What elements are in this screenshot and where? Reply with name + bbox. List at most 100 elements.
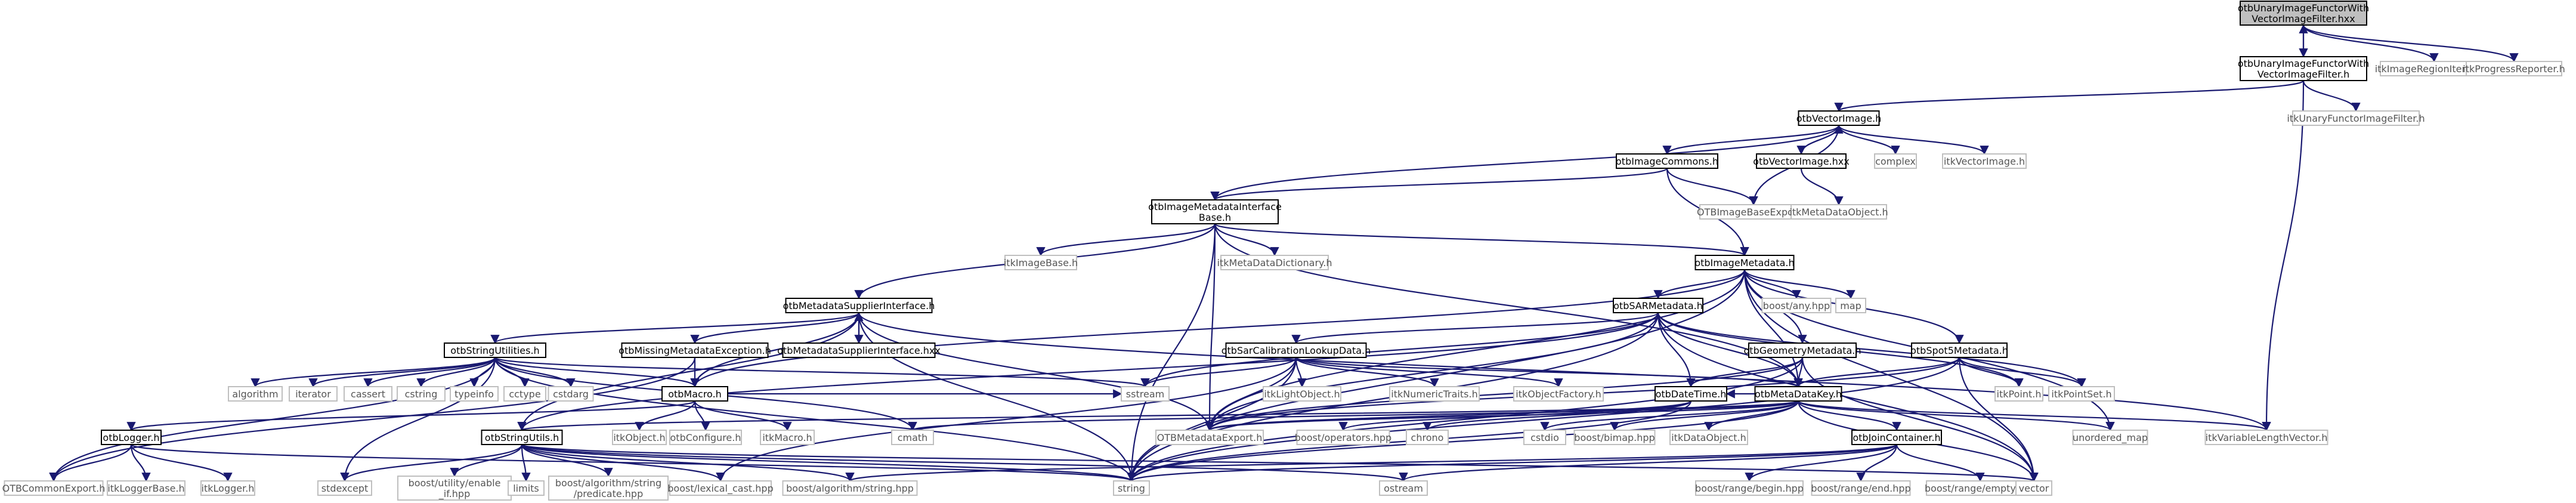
node-boostLexicalCast[interactable]: boost/lexical_cast.hpp xyxy=(667,480,774,496)
node-itkObject[interactable]: itkObject.h xyxy=(612,430,667,445)
node-ostream[interactable]: ostream xyxy=(1379,480,1428,496)
node-otbJoinContainer[interactable]: otbJoinContainer.h xyxy=(1851,430,1942,445)
edge-otbSARMetadata-to-otbSarCalibrationLookupData xyxy=(1291,311,1659,344)
node-cmath[interactable]: cmath xyxy=(891,430,934,445)
node-unorderedMap[interactable]: unordered_map xyxy=(2072,430,2148,445)
node-otbImageMetadata[interactable]: otbImageMetadata.h xyxy=(1694,255,1795,270)
node-OTBImageBaseExport[interactable]: OTBImageBaseExport.h xyxy=(1697,204,1810,220)
node-cstdarg[interactable]: cstdarg xyxy=(548,386,594,402)
node-boostRangeBegin[interactable]: boost/range/begin.hpp xyxy=(1695,480,1804,496)
node-itkVariableLengthVector[interactable]: itkVariableLengthVector.h xyxy=(2204,430,2328,445)
node-OTBCommonExport[interactable]: OTBCommonExport.h xyxy=(2,480,106,496)
node-complex[interactable]: complex xyxy=(1874,153,1917,169)
node-otbStringUtils[interactable]: otbStringUtils.h xyxy=(481,430,563,445)
node-box xyxy=(317,480,372,496)
node-limits[interactable]: limits xyxy=(508,480,545,496)
node-boostRangeEnd[interactable]: boost/range/end.hpp xyxy=(1811,480,1911,496)
node-box xyxy=(2240,1,2367,26)
node-boostUtilityEnableIf[interactable]: boost/utility/enable_if.hpp xyxy=(397,476,512,501)
node-box xyxy=(1296,430,1390,445)
node-otbConfigure[interactable]: otbConfigure.h xyxy=(669,430,742,445)
node-otbLogger[interactable]: otbLogger.h xyxy=(101,430,162,445)
node-otbSarCalibrationLookupData[interactable]: otbSarCalibrationLookupData.h xyxy=(1221,342,1371,358)
node-itkLogger[interactable]: itkLogger.h xyxy=(200,480,255,496)
node-cctype[interactable]: cctype xyxy=(503,386,546,402)
edge-otbMetadataSupplierInterface-to-otbMacro xyxy=(690,312,860,388)
edge-otbSpot5Metadata-to-string xyxy=(1127,357,1960,482)
node-itkLightObject[interactable]: itkLightObject.h xyxy=(1263,386,1341,402)
edge-otbMetaDataKey-to-boostBimap xyxy=(1610,400,1799,431)
node-otbMetadataSupplierInterfaceHxx[interactable]: otbMetadataSupplierInterface.hxx xyxy=(777,342,941,358)
node-box xyxy=(444,342,546,358)
node-boostAlgorithmStringPredicate[interactable]: boost/algorithm/string/predicate.hpp xyxy=(548,476,669,501)
node-box xyxy=(2466,61,2562,76)
edge-otbImageMetadata-to-vector xyxy=(1743,269,2039,482)
node-box xyxy=(1754,386,1842,402)
node-itkMetaDataObject[interactable]: itkMetaDataObject.h xyxy=(1789,204,1888,220)
node-cstdio[interactable]: cstdio xyxy=(1523,430,1566,445)
node-otbSARMetadata[interactable]: otbSARMetadata.h xyxy=(1613,298,1703,313)
node-itkMacro[interactable]: itkMacro.h xyxy=(760,430,815,445)
edge-otbSarCalibrationLookupData-to-sstream xyxy=(1140,357,1297,388)
node-boostBimap[interactable]: boost/bimap.hpp xyxy=(1573,430,1656,445)
node-string[interactable]: string xyxy=(1113,480,1150,496)
node-otbMetaDataKey[interactable]: otbMetaDataKey.h xyxy=(1754,386,1842,402)
node-label: itkLightObject.h xyxy=(1264,388,1340,400)
node-box xyxy=(548,476,669,501)
node-itkPoint[interactable]: itkPoint.h xyxy=(1994,386,2043,402)
node-label: boost/range/empty.hpp xyxy=(1925,483,2036,494)
node-label: itkMetaDataObject.h xyxy=(1789,206,1888,218)
node-otbStringUtilities[interactable]: otbStringUtilities.h xyxy=(444,342,546,358)
node-label: boost/lexical_cast.hpp xyxy=(667,483,773,495)
edge-otbMetaDataKey-to-otbJoinContainer xyxy=(1797,400,1901,431)
node-stdexcept[interactable]: stdexcept xyxy=(317,480,372,496)
node-otbSpot5Metadata[interactable]: otbSpot5Metadata.h xyxy=(1910,342,2008,358)
node-itkMetaDataDictionary[interactable]: itkMetaDataDictionary.h xyxy=(1217,255,1332,270)
node-itkImageBase[interactable]: itkImageBase.h xyxy=(1004,255,1078,270)
node-typeinfo[interactable]: typeinfo xyxy=(450,386,499,402)
node-boostAny[interactable]: boost/any.hpp xyxy=(1761,298,1832,313)
edge-otbStringUtilities-to-otbMacro xyxy=(494,357,700,388)
node-root[interactable]: otbUnaryImageFunctorWithVectorImageFilte… xyxy=(2238,1,2369,26)
node-cstring[interactable]: cstring xyxy=(397,386,446,402)
node-itkProgressReporter[interactable]: itkProgressReporter.h xyxy=(2463,61,2565,76)
node-map[interactable]: map xyxy=(1835,298,1866,313)
node-OTBMetadataExport[interactable]: OTBMetadataExport.h xyxy=(1155,430,1264,445)
node-box xyxy=(782,342,936,358)
node-itkVectorImage[interactable]: itkVectorImage.h xyxy=(1942,153,2027,169)
node-label: otbLogger.h xyxy=(103,432,159,443)
node-algorithm[interactable]: algorithm xyxy=(228,386,283,402)
node-cassert[interactable]: cassert xyxy=(344,386,392,402)
node-itkNumericTraits[interactable]: itkNumericTraits.h xyxy=(1389,386,1480,402)
node-label: itkProgressReporter.h xyxy=(2463,63,2565,75)
node-box xyxy=(1911,342,2008,358)
node-itkPointSet[interactable]: itkPointSet.h xyxy=(2048,386,2115,402)
node-itkObjectFactory[interactable]: itkObjectFactory.h xyxy=(1513,386,1604,402)
node-vector[interactable]: vector xyxy=(2015,480,2052,496)
node-sstream[interactable]: sstream xyxy=(1121,386,1170,402)
node-filterH[interactable]: otbUnaryImageFunctorWithVectorImageFilte… xyxy=(2238,56,2369,81)
node-itkDataObject[interactable]: itkDataObject.h xyxy=(1669,430,1748,445)
edge-otbImageMetadata-to-otbSARMetadata xyxy=(1653,269,1746,300)
node-boostAlgorithmString[interactable]: boost/algorithm/string.hpp xyxy=(782,480,918,496)
node-otbMissingMetadataException[interactable]: otbMissingMetadataException.h xyxy=(619,342,771,358)
node-otbMetadataSupplierInterface[interactable]: otbMetadataSupplierInterface.h xyxy=(783,298,935,313)
node-otbVectorImage[interactable]: otbVectorImage.h xyxy=(1796,110,1882,126)
node-otbMacro[interactable]: otbMacro.h xyxy=(661,386,728,402)
node-otbVectorImageHxx[interactable]: otbVectorImage.hxx xyxy=(1753,153,1850,169)
node-itkLoggerBase[interactable]: itkLoggerBase.h xyxy=(107,480,185,496)
node-box xyxy=(891,430,934,445)
node-box xyxy=(107,480,185,496)
edge-otbVectorImageHxx-to-itkMetaDataObject xyxy=(1800,168,1844,206)
node-otbImageCommons[interactable]: otbImageCommons.h xyxy=(1616,153,1718,169)
node-otbDateTime[interactable]: otbDateTime.h xyxy=(1655,386,1727,402)
node-boostOperators[interactable]: boost/operators.hpp xyxy=(1295,430,1391,445)
node-iterator[interactable]: iterator xyxy=(289,386,338,402)
edge-otbGeometryMetadata-to-OTBMetadataExport xyxy=(1205,357,1804,431)
node-itkUnaryFunctorImageFilter[interactable]: itkUnaryFunctorImageFilter.h xyxy=(2287,110,2425,126)
node-box xyxy=(1613,298,1703,313)
node-chrono[interactable]: chrono xyxy=(1406,430,1449,445)
node-otbGeometryMetadata[interactable]: otbGeometryMetadata.h xyxy=(1744,342,1861,358)
node-label: otbUnaryImageFunctorWith xyxy=(2238,2,2369,14)
